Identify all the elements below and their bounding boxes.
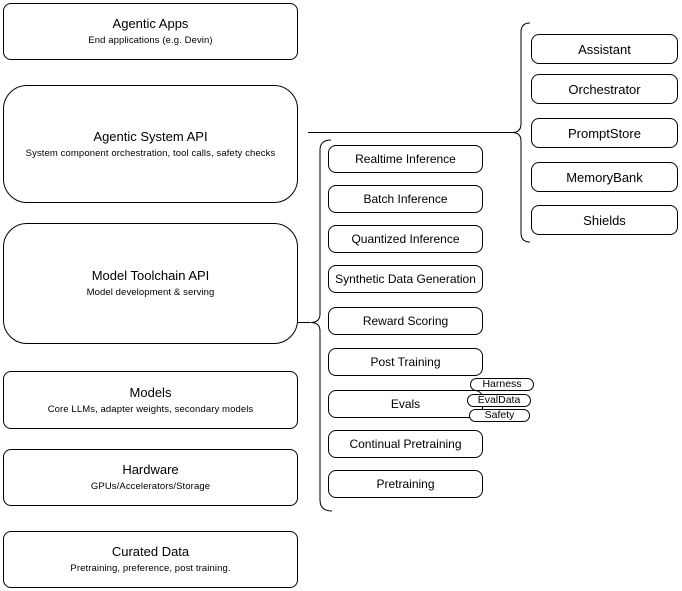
node-realtime-inference: Realtime Inference (328, 145, 483, 173)
node-agentic-system-api: Agentic System API System component orch… (3, 85, 298, 203)
node-title: Model Toolchain API (91, 268, 210, 283)
node-quantized-inference: Quantized Inference (328, 225, 483, 253)
node-label: Pretraining (376, 477, 435, 491)
node-orchestrator: Orchestrator (531, 74, 678, 104)
node-label: Evals (390, 397, 421, 411)
tag-label: EvalData (477, 394, 521, 406)
node-promptstore: PromptStore (531, 118, 678, 148)
node-synthetic-data-generation: Synthetic Data Generation (328, 265, 483, 293)
node-label: Reward Scoring (362, 314, 449, 328)
node-label: Quantized Inference (351, 232, 460, 246)
node-subtitle: End applications (e.g. Devin) (88, 35, 213, 46)
node-title: Agentic System API (93, 128, 208, 144)
node-assistant: Assistant (531, 34, 678, 64)
node-memorybank: MemoryBank (531, 162, 678, 192)
node-subtitle: Model development & serving (86, 287, 215, 298)
node-hardware: Hardware GPUs/Accelerators/Storage (3, 449, 298, 506)
node-title: Curated Data (111, 544, 190, 559)
node-title: Models (129, 384, 172, 400)
node-model-toolchain-api: Model Toolchain API Model development & … (3, 223, 298, 344)
node-shields: Shields (531, 205, 678, 235)
node-subtitle: System component orchestration, tool cal… (25, 147, 276, 159)
node-subtitle: Pretraining, preference, post training. (70, 563, 231, 574)
node-label: Shields (583, 212, 626, 228)
node-post-training: Post Training (328, 348, 483, 376)
node-label: Realtime Inference (355, 152, 456, 166)
node-label: Assistant (578, 41, 631, 57)
tag-harness: Harness (470, 378, 534, 391)
node-label: Orchestrator (568, 81, 641, 97)
system-brace (511, 22, 531, 243)
node-title: Hardware (122, 462, 179, 477)
node-batch-inference: Batch Inference (328, 185, 483, 213)
node-models: Models Core LLMs, adapter weights, secon… (3, 371, 298, 429)
tag-label: Safety (484, 409, 515, 421)
node-label: Batch Inference (363, 192, 448, 206)
node-label: MemoryBank (566, 169, 643, 185)
node-subtitle: GPUs/Accelerators/Storage (90, 481, 211, 492)
node-pretraining: Pretraining (328, 470, 483, 498)
tag-label: Harness (482, 378, 522, 390)
node-continual-pretraining: Continual Pretraining (328, 430, 483, 458)
node-curated-data: Curated Data Pretraining, preference, po… (3, 531, 298, 588)
tag-safety: Safety (469, 409, 530, 422)
node-label: Post Training (370, 355, 441, 369)
node-label: Synthetic Data Generation (335, 272, 476, 286)
node-evals: Evals (328, 390, 483, 418)
node-label: PromptStore (568, 125, 641, 141)
node-subtitle: Core LLMs, adapter weights, secondary mo… (47, 403, 254, 415)
node-label: Continual Pretraining (349, 437, 462, 451)
node-agentic-apps: Agentic Apps End applications (e.g. Devi… (3, 3, 298, 60)
node-title: Agentic Apps (112, 16, 189, 31)
tag-evaldata: EvalData (467, 394, 531, 407)
node-reward-scoring: Reward Scoring (328, 307, 483, 335)
